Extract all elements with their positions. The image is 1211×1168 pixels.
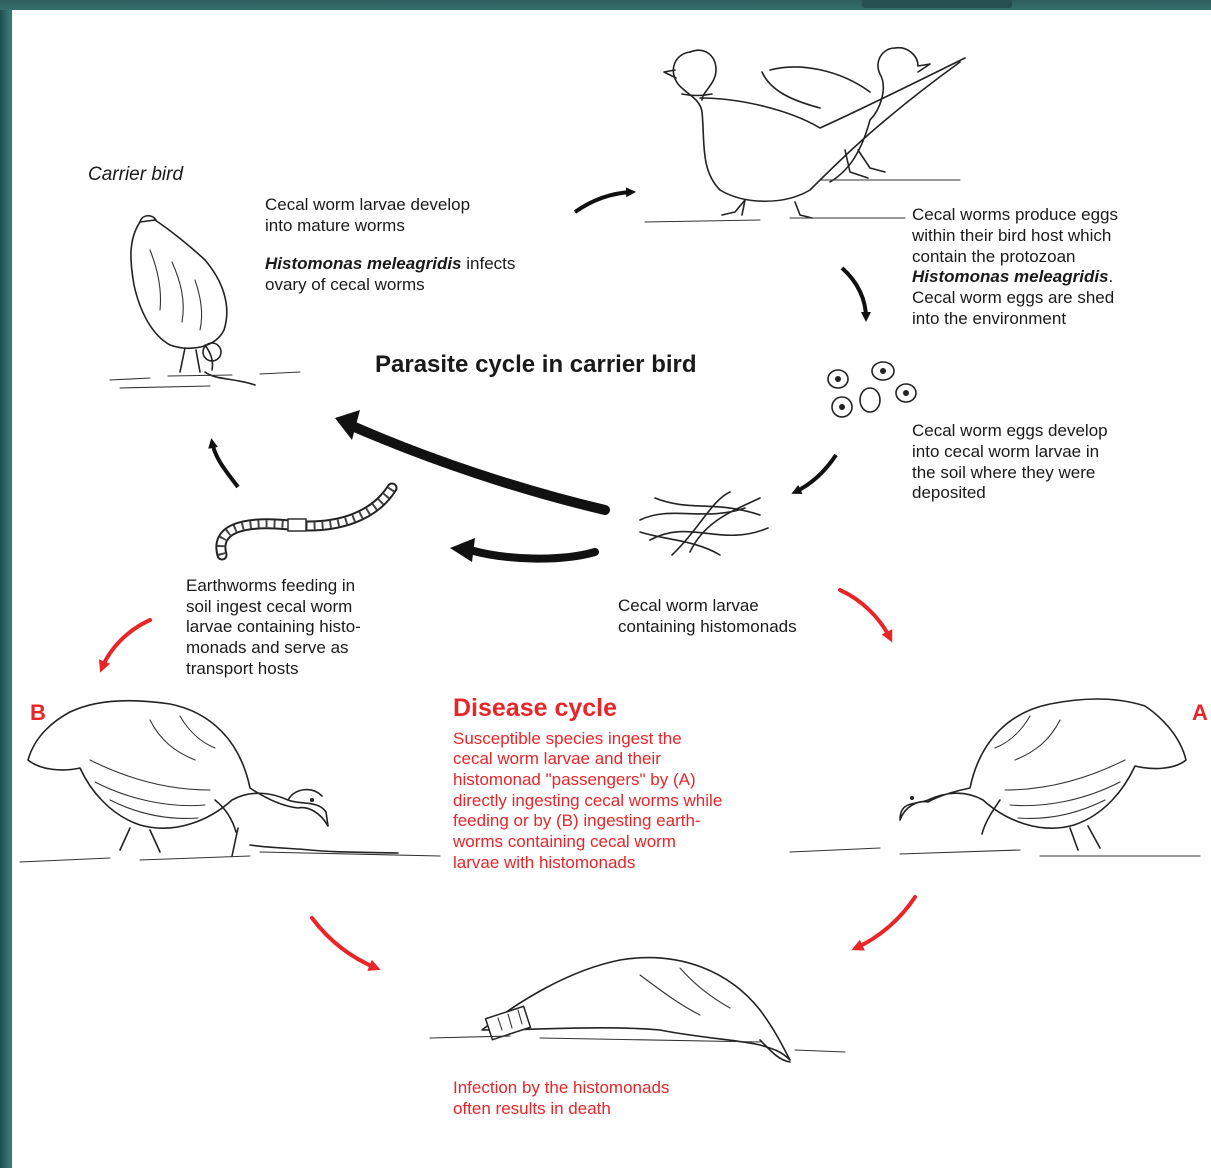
carrier-bird-label: Carrier bird [88,164,183,185]
caption-line: Cecal worm larvae [618,595,759,616]
caption-line: into cecal worm larvae in [912,441,1099,462]
caption-line: Susceptible species ingest the [453,728,682,749]
arrow-earthworm-to-carrier [212,442,238,487]
caption-line: Cecal worm larvae develop [265,194,470,215]
species-name: Histomonas meleagridis [912,267,1109,286]
caption-line: Histomonas meleagridis infects [265,253,515,274]
label-b: B [30,700,46,726]
cecal-worm-eggs-illustration [828,362,916,417]
red-arrow-to-a [840,590,890,638]
diagram-title: Parasite cycle in carrier bird [375,350,697,380]
caption-line: larvae containing histo- [186,616,361,637]
arrow-to-pheasants [575,192,632,212]
caption-line: larvae with histomonads [453,852,635,873]
earthworm-illustration [221,488,392,555]
pheasants-illustration [645,48,965,222]
caption-line: Cecal worm eggs develop [912,420,1108,441]
dead-bird-illustration [430,958,845,1062]
caption-line: feeding or by (B) ingesting earth- [453,810,701,831]
caption-line: ovary of cecal worms [265,274,425,295]
caption-line: the soil where they were [912,462,1095,483]
caption-line: deposited [912,482,986,503]
red-arrow-b-to-death [312,918,376,968]
caption-line: often results in death [453,1098,611,1119]
caption-fragment: . [1109,267,1114,286]
caption-line: into the environment [912,308,1066,329]
caption-line: cecal worm larvae and their [453,748,661,769]
red-arrow-to-b [102,620,150,668]
caption-line: Cecal worms produce eggs [912,204,1118,225]
caption-line: containing histomonads [618,616,797,637]
caption-line: within their bird host which [912,225,1111,246]
caption-line: directly ingesting cecal worms while [453,790,722,811]
label-a: A [1192,700,1208,726]
disease-cycle-title: Disease cycle [453,693,617,723]
arrow-to-earthworm [450,538,475,562]
red-arrow-a-to-death [856,897,915,948]
bird-a-illustration [790,699,1200,856]
caption-line: worms containing cecal worm [453,831,676,852]
arrow-to-larvae [795,455,836,492]
cecal-worm-larvae-illustration [640,492,768,555]
caption-line: histomonad "passengers" by (A) [453,769,696,790]
caption-line: Earthworms feeding in [186,575,355,596]
arrow-to-eggs [842,268,866,318]
caption-line: contain the protozoan [912,246,1076,267]
caption-line: soil ingest cecal worm [186,596,352,617]
carrier-hen-illustration [110,216,300,388]
caption-line: Infection by the histomonads [453,1077,669,1098]
caption-fragment: infects [462,254,516,273]
caption-line: Cecal worm eggs are shed [912,287,1114,308]
caption-line: Histomonas meleagridis. [912,266,1113,287]
bird-b-illustration [20,701,440,862]
caption-line: into mature worms [265,215,405,236]
caption-line: monads and serve as [186,637,349,658]
species-name: Histomonas meleagridis [265,254,462,273]
caption-line: transport hosts [186,658,298,679]
